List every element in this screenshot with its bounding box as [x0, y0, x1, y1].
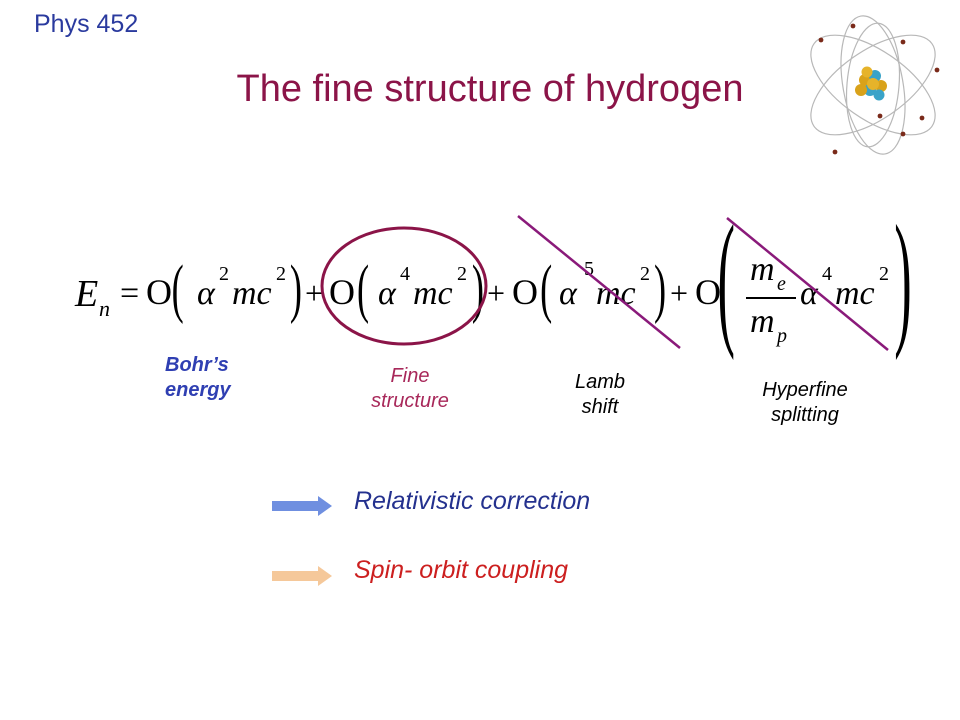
eq-term4-denominator-sub: p: [775, 325, 787, 347]
bohr-energy-label: Bohr’s energy: [165, 354, 231, 401]
eq-term3-alpha-power: 5: [584, 258, 594, 280]
eq-term1-open-paren: (: [172, 252, 184, 325]
eq-term4-mc: mc: [835, 275, 875, 312]
slide-title: The fine structure of hydrogen: [236, 68, 744, 110]
hyperfine-splitting-label: Hyperfine splitting: [762, 379, 848, 426]
spin-orbit-coupling-note: Spin- orbit coupling: [354, 556, 569, 584]
eq-term4-mc-power: 2: [879, 263, 889, 285]
eq-term2-open-paren: (: [357, 252, 369, 325]
atom-icon: [810, 15, 940, 155]
lamb-shift-strike-line: [517, 215, 681, 349]
blue-arrow-icon: [272, 496, 332, 516]
hyperfine-strike-line: [726, 217, 889, 351]
eq-term4-close-paren: ): [894, 210, 911, 360]
eq-term4-denominator-m: m: [750, 303, 775, 340]
eq-term1-mc-power: 2: [276, 263, 286, 285]
eq-term3-mc-power: 2: [640, 263, 650, 285]
eq-term2-big-o: O: [329, 272, 355, 312]
eq-lhs-symbol: E: [74, 273, 98, 315]
eq-equals: =: [120, 275, 139, 312]
eq-term4-numerator-sub: e: [777, 273, 786, 295]
eq-term4-numerator-m: m: [750, 251, 775, 288]
eq-term2-mc: mc: [413, 275, 453, 312]
eq-term3-close-paren: ): [654, 252, 666, 325]
eq-term3-big-o: O: [512, 272, 538, 312]
eq-term3-alpha: α: [559, 275, 578, 312]
eq-term1-alpha: α: [197, 275, 216, 312]
eq-term4-alpha: α: [800, 275, 819, 312]
eq-plus-3: +: [670, 275, 688, 311]
eq-term4-alpha-power: 4: [822, 263, 832, 285]
relativistic-correction-note: Relativistic correction: [354, 487, 591, 515]
fine-structure-highlight-circle: [320, 226, 488, 346]
eq-term1-big-o: O: [146, 272, 172, 312]
eq-term1-close-paren: ): [290, 252, 302, 325]
eq-term2-alpha-power: 4: [400, 263, 410, 285]
orange-arrow-icon: [272, 566, 332, 586]
lamb-shift-label: Lamb shift: [574, 371, 626, 418]
eq-term4-open-paren: (: [718, 210, 735, 360]
eq-term2-mc-power: 2: [457, 263, 467, 285]
eq-term2-alpha: α: [378, 275, 397, 312]
eq-lhs-subscript: n: [99, 296, 110, 321]
eq-term1-mc: mc: [232, 275, 272, 312]
eq-term3-open-paren: (: [540, 252, 552, 325]
course-label: Phys 452: [34, 10, 139, 38]
fine-structure-label: Fine structure: [371, 365, 449, 412]
energy-equation: E n = O ( α 2 mc 2 ) + O ( α 4 mc 2 ) + …: [74, 210, 912, 360]
eq-term1-alpha-power: 2: [219, 263, 229, 285]
eq-plus-1: +: [305, 275, 323, 311]
eq-plus-2: +: [487, 275, 505, 311]
eq-term4-big-o: O: [695, 272, 721, 312]
